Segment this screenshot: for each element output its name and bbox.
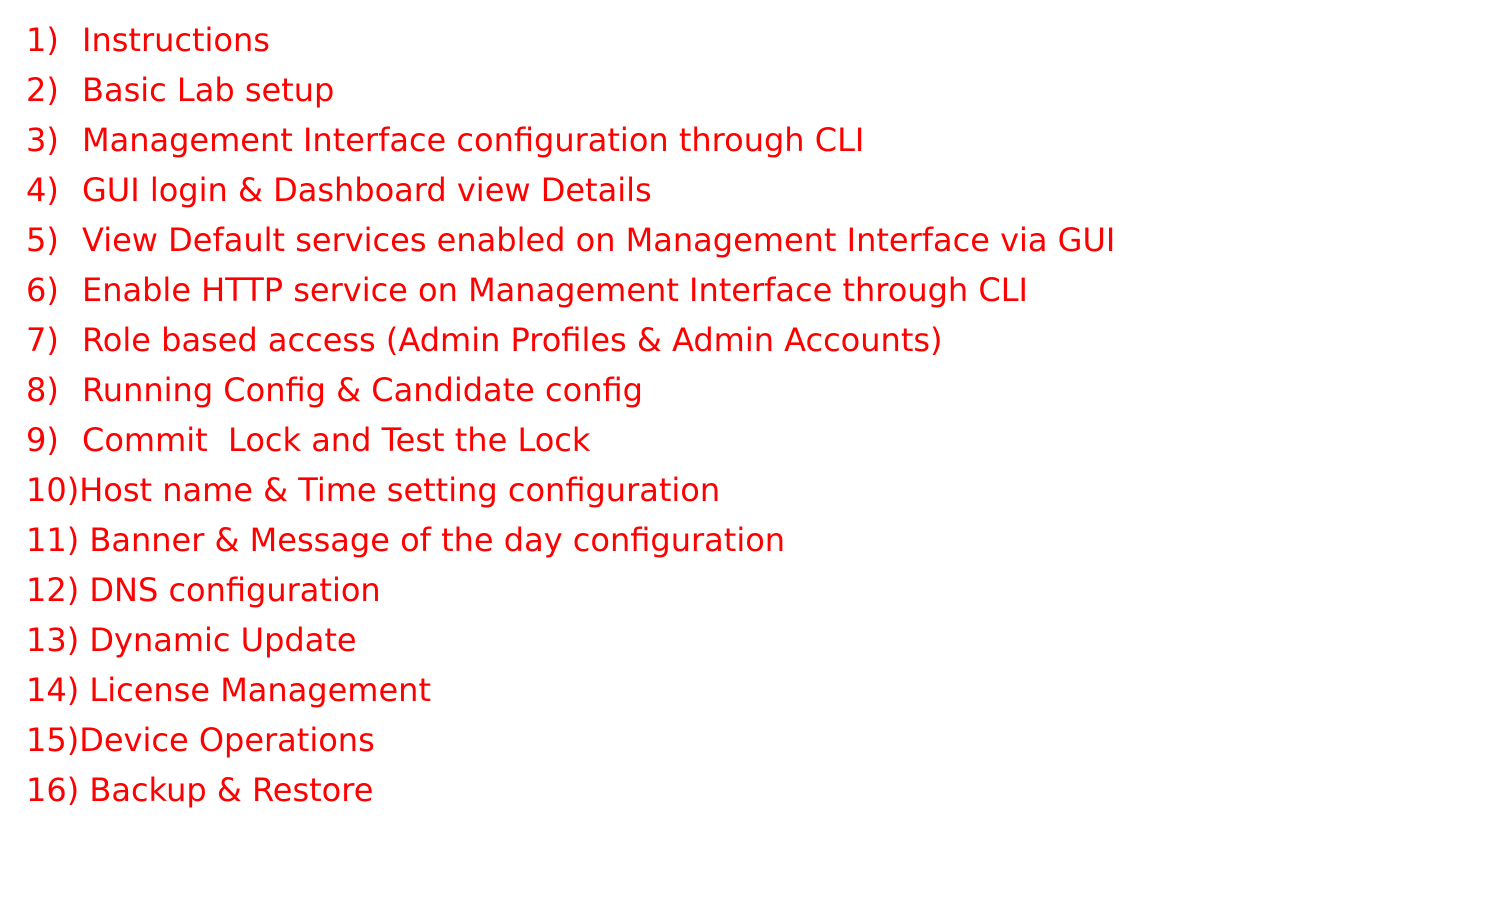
list-item: 4) GUI login & Dashboard view Details	[26, 168, 1115, 218]
list-item: 1) Instructions	[26, 18, 1115, 68]
item-number: 12)	[26, 571, 90, 609]
list-item: 12) DNS configuration	[26, 568, 1115, 618]
list-item: 11) Banner & Message of the day configur…	[26, 518, 1115, 568]
item-number: 9)	[26, 421, 59, 459]
item-number: 14)	[26, 671, 90, 709]
item-number: 5)	[26, 221, 59, 259]
list-item: 5) View Default services enabled on Manag…	[26, 218, 1115, 268]
list-item: 8) Running Config & Candidate config	[26, 368, 1115, 418]
item-text: Management Interface configuration throu…	[82, 121, 865, 159]
list-item: 14) License Management	[26, 668, 1115, 718]
item-text: GUI login & Dashboard view Details	[82, 171, 652, 209]
item-text: Basic Lab setup	[82, 71, 335, 109]
item-text: Device Operations	[79, 721, 375, 759]
item-text: License Management	[89, 671, 431, 709]
list-item: 7) Role based access (Admin Profiles & Ad…	[26, 318, 1115, 368]
item-text: Commit Lock and Test the Lock	[82, 421, 591, 459]
item-text: Host name & Time setting configuration	[79, 471, 721, 509]
item-text: Banner & Message of the day configuratio…	[89, 521, 786, 559]
item-number: 1)	[26, 21, 59, 59]
item-text: Dynamic Update	[89, 621, 357, 659]
list-item: 3) Management Interface configuration thr…	[26, 118, 1115, 168]
list-item: 13) Dynamic Update	[26, 618, 1115, 668]
item-text: DNS configuration	[89, 571, 381, 609]
item-number: 6)	[26, 271, 59, 309]
item-number: 15)	[26, 721, 80, 759]
item-text: Backup & Restore	[89, 771, 374, 809]
item-number: 4)	[26, 171, 59, 209]
list-item: 10)Host name & Time setting configuratio…	[26, 468, 1115, 518]
item-text: View Default services enabled on Managem…	[82, 221, 1116, 259]
item-number: 10)	[26, 471, 80, 509]
item-number: 13)	[26, 621, 90, 659]
item-number: 2)	[26, 71, 59, 109]
item-text: Running Config & Candidate config	[82, 371, 643, 409]
item-number: 3)	[26, 121, 59, 159]
list-item: 6) Enable HTTP service on Management Inte…	[26, 268, 1115, 318]
topic-list: 1) Instructions 2) Basic Lab setup 3) Manag…	[26, 18, 1115, 818]
item-number: 16)	[26, 771, 90, 809]
item-text: Instructions	[82, 21, 270, 59]
list-item: 16) Backup & Restore	[26, 768, 1115, 818]
list-item: 2) Basic Lab setup	[26, 68, 1115, 118]
item-number: 11)	[26, 521, 90, 559]
list-item: 15)Device Operations	[26, 718, 1115, 768]
item-text: Role based access (Admin Profiles & Admi…	[82, 321, 943, 359]
item-number: 7)	[26, 321, 59, 359]
list-item: 9) Commit Lock and Test the Lock	[26, 418, 1115, 468]
item-number: 8)	[26, 371, 59, 409]
item-text: Enable HTTP service on Management Interf…	[82, 271, 1028, 309]
